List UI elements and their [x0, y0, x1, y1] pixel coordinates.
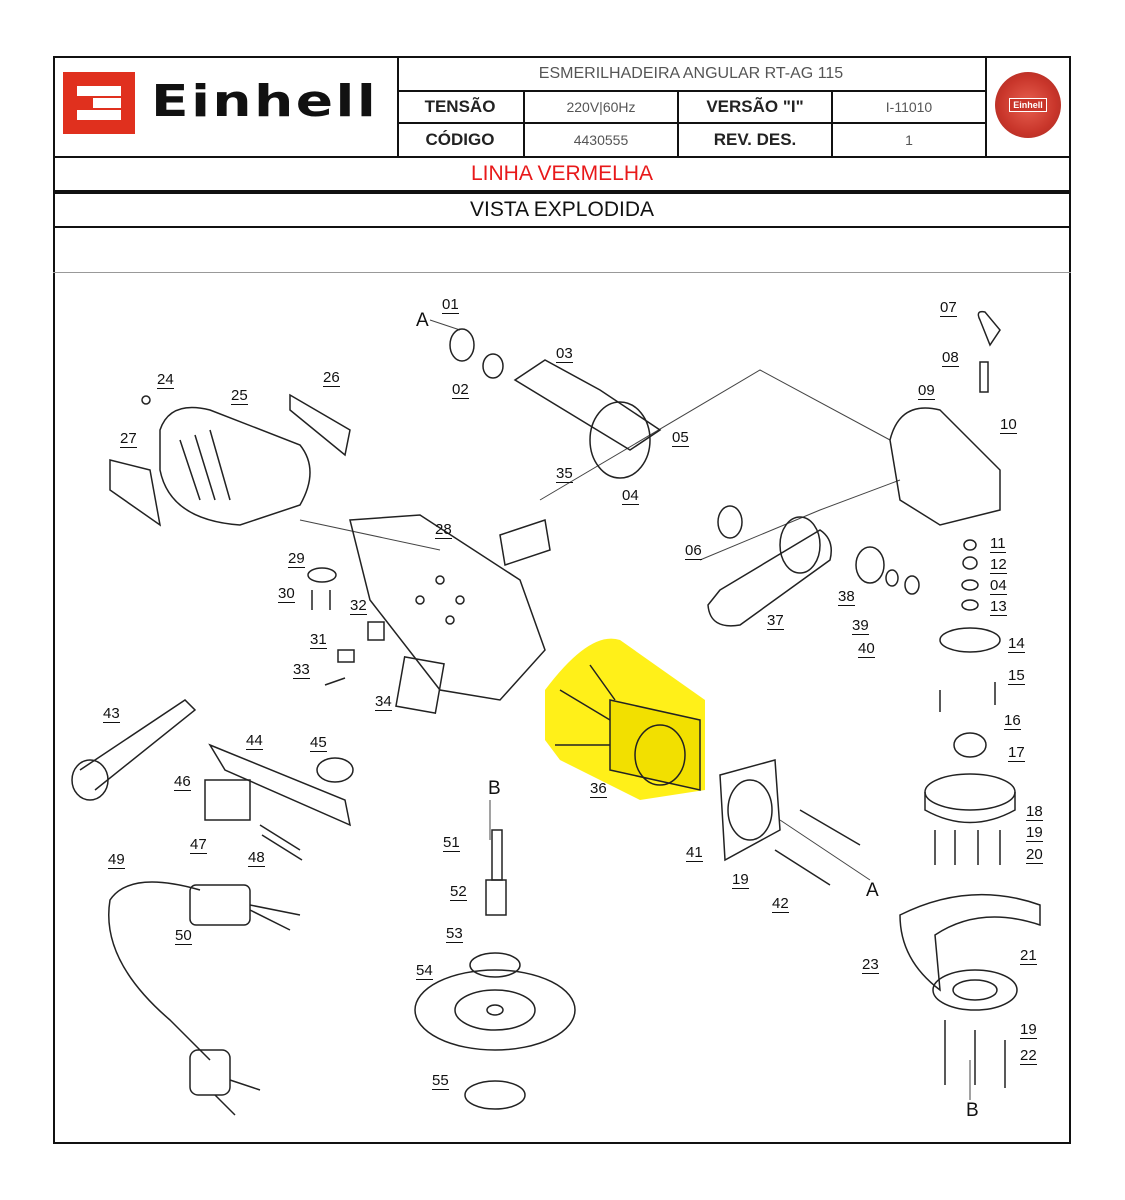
line-title: LINHA VERMELHA [53, 156, 1071, 192]
part-number-label: 19 [1020, 1021, 1037, 1039]
part-number-label: 36 [590, 780, 607, 798]
part-number-label: 23 [862, 956, 879, 974]
reference-letter: B [966, 1100, 979, 1121]
part-number-label: 19 [1026, 824, 1043, 842]
part-number-label: 46 [174, 773, 191, 791]
part-number-label: 35 [556, 465, 573, 483]
part-number-label: 26 [323, 369, 340, 387]
part-number-label: 14 [1008, 635, 1025, 653]
codigo-value: 4430555 [525, 124, 679, 156]
part-number-label: 51 [443, 834, 460, 852]
rev-value: 1 [833, 124, 987, 156]
part-number-label: 40 [858, 640, 875, 658]
part-number-label: 48 [248, 849, 265, 867]
brand-name: Einhell [151, 76, 379, 127]
part-number-label: 01 [442, 296, 459, 314]
part-number-label: 41 [686, 844, 703, 862]
part-number-label: 12 [990, 556, 1007, 574]
part-number-label: 47 [190, 836, 207, 854]
einhell-seal-logo: Einhell [995, 72, 1061, 138]
part-number-label: 10 [1000, 416, 1017, 434]
part-number-label: 32 [350, 597, 367, 615]
part-number-label: 38 [838, 588, 855, 606]
tensao-label: TENSÃO [397, 92, 525, 124]
part-number-label: 06 [685, 542, 702, 560]
part-number-label: 17 [1008, 744, 1025, 762]
rev-label: REV. DES. [679, 124, 833, 156]
part-number-label: 11 [990, 535, 1006, 553]
tensao-value: 220V|60Hz [525, 92, 679, 124]
part-number-label: 09 [918, 382, 935, 400]
part-number-label: 15 [1008, 667, 1025, 685]
part-number-label: 07 [940, 299, 957, 317]
product-title: ESMERILHADEIRA ANGULAR RT-AG 115 [397, 58, 987, 92]
reference-letter: B [488, 778, 501, 799]
codigo-label: CÓDIGO [397, 124, 525, 156]
reference-letter: A [866, 880, 879, 901]
part-number-label: 02 [452, 381, 469, 399]
part-number-label: 25 [231, 387, 248, 405]
part-number-label: 39 [852, 617, 869, 635]
part-number-label: 54 [416, 962, 433, 980]
part-number-label: 16 [1004, 712, 1021, 730]
part-number-label: 21 [1020, 947, 1037, 965]
part-number-label: 42 [772, 895, 789, 913]
part-number-label: 28 [435, 521, 452, 539]
part-number-label: 43 [103, 705, 120, 723]
part-number-label: 55 [432, 1072, 449, 1090]
versao-value: I-11010 [833, 92, 987, 124]
part-number-label: 45 [310, 734, 327, 752]
versao-label: VERSÃO "I" [679, 92, 833, 124]
part-number-label: 37 [767, 612, 784, 630]
part-number-label: 34 [375, 693, 392, 711]
view-title: VISTA EXPLODIDA [53, 192, 1071, 228]
part-number-label: 18 [1026, 803, 1043, 821]
einhell-e-icon [63, 72, 135, 134]
reference-letter: A [416, 310, 429, 331]
part-number-label: 30 [278, 585, 295, 603]
part-number-label: 29 [288, 550, 305, 568]
part-number-label: 22 [1020, 1047, 1037, 1065]
part-number-label: 20 [1026, 846, 1043, 864]
divider [53, 272, 1071, 273]
part-number-label: 04 [622, 487, 639, 505]
part-number-label: 13 [990, 598, 1007, 616]
part-number-label: 03 [556, 345, 573, 363]
brand-logo: Einhell [55, 58, 399, 156]
part-number-label: 52 [450, 883, 467, 901]
part-number-label: 04 [990, 577, 1007, 595]
part-number-label: 27 [120, 430, 137, 448]
part-number-label: 53 [446, 925, 463, 943]
part-number-label: 05 [672, 429, 689, 447]
part-number-label: 24 [157, 371, 174, 389]
part-number-label: 08 [942, 349, 959, 367]
part-number-label: 31 [310, 631, 327, 649]
part-number-label: 49 [108, 851, 125, 869]
part-number-label: 33 [293, 661, 310, 679]
part-number-label: 50 [175, 927, 192, 945]
part-number-label: 19 [732, 871, 749, 889]
part-number-label: 44 [246, 732, 263, 750]
seal-text: Einhell [1009, 98, 1047, 112]
